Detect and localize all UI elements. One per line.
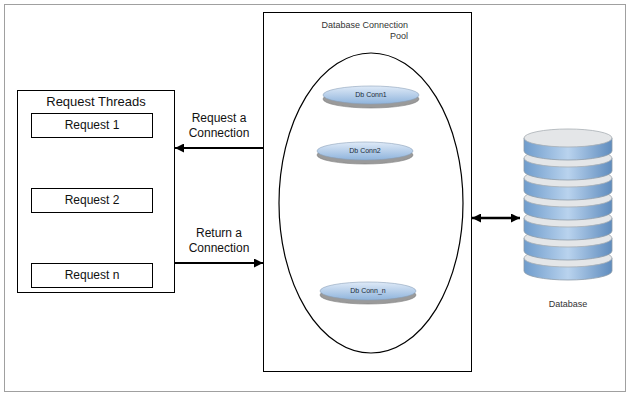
connector-label: Return a Connection bbox=[177, 226, 261, 257]
disk-top bbox=[320, 282, 416, 300]
node-label: Request 1 bbox=[65, 118, 120, 133]
database-label: Database bbox=[549, 299, 588, 312]
group-heading: Database Connection Pool bbox=[304, 20, 408, 43]
db-connection-disk: Db Conn2 bbox=[316, 141, 414, 165]
connection-pool-box: Database Connection Pool Db Conn1 Db Conn2… bbox=[263, 12, 472, 372]
node-label: Request n bbox=[65, 268, 120, 283]
request-box: Request 1 bbox=[31, 113, 153, 138]
request-box: Request n bbox=[31, 263, 153, 288]
db-connection-disk: Db Conn_n bbox=[319, 281, 417, 305]
database-cylinder-stack: Database bbox=[520, 126, 616, 312]
node-label: Db Conn1 bbox=[355, 91, 387, 100]
disk-top bbox=[317, 142, 413, 160]
database-platter-top bbox=[524, 129, 612, 147]
connector-arrow bbox=[472, 217, 520, 220]
node-label: Db Conn_n bbox=[350, 287, 385, 296]
node-label: Request 2 bbox=[65, 193, 120, 208]
node-label: Db Conn2 bbox=[349, 147, 381, 156]
connector-label: Request a Connection bbox=[177, 111, 261, 142]
request-box: Request 2 bbox=[31, 188, 153, 213]
pool-ellipse bbox=[264, 13, 473, 373]
connector-arrow bbox=[175, 262, 263, 264]
figure-frame bbox=[5, 5, 626, 392]
database-stack-drawing bbox=[520, 126, 616, 312]
pool-ellipse-outline bbox=[279, 53, 463, 353]
connector-arrow bbox=[175, 147, 263, 149]
db-connection-disk: Db Conn1 bbox=[322, 85, 420, 109]
thread-group-box: Request ThreadsRequest 1 Request 2 Request… bbox=[17, 90, 175, 293]
disk-top bbox=[323, 86, 419, 104]
group-heading: Request Threads bbox=[18, 91, 174, 110]
